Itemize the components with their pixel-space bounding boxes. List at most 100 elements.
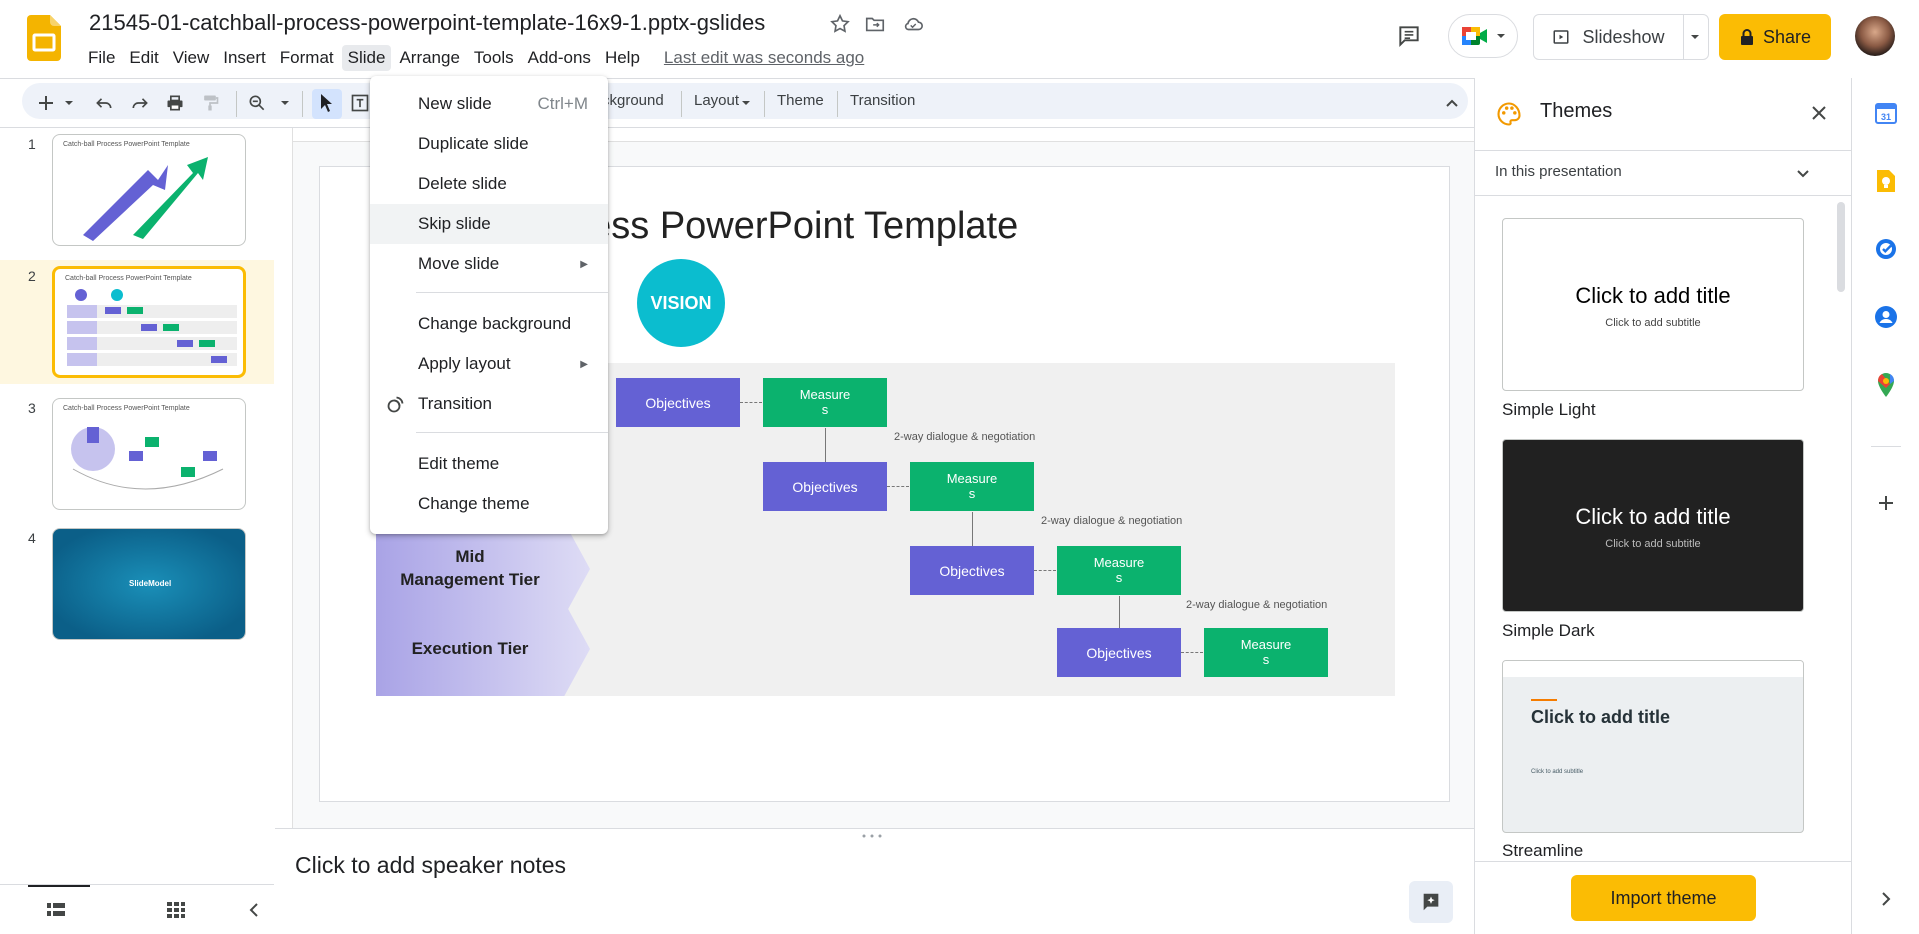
theme-section-dropdown[interactable]: In this presentation [1475, 150, 1852, 196]
menu-view[interactable]: View [172, 48, 210, 67]
theme-card-simple-light[interactable]: Click to add title Click to add subtitle [1502, 218, 1804, 391]
contacts-icon[interactable] [1873, 304, 1899, 330]
speaker-notes-input[interactable]: Click to add speaker notes [295, 852, 567, 878]
measures-box[interactable]: Measure s [1057, 546, 1181, 595]
menu-tools[interactable]: Tools [473, 48, 514, 67]
text-box-icon[interactable] [348, 91, 372, 115]
tier-label[interactable]: Execution Tier [376, 602, 590, 696]
vision-circle[interactable]: VISION [637, 259, 725, 347]
menu-move-slide[interactable]: Move slide ▶ [370, 244, 608, 284]
chevron-down-icon[interactable] [739, 91, 753, 115]
background-button[interactable]: ckground [602, 92, 664, 109]
document-title[interactable]: 21545-01-catchball-process-powerpoint-te… [89, 10, 766, 35]
tasks-icon[interactable] [1873, 236, 1899, 262]
close-icon[interactable] [1810, 104, 1828, 127]
collapse-toolbar-icon[interactable] [1440, 91, 1464, 115]
chevron-down-icon[interactable] [278, 91, 292, 115]
menu-format[interactable]: Format [279, 48, 334, 67]
explore-button[interactable] [1409, 881, 1453, 923]
star-icon[interactable] [829, 13, 851, 35]
theme-card-simple-dark[interactable]: Click to add title Click to add subtitle [1502, 439, 1804, 612]
scrollbar[interactable] [1837, 202, 1845, 292]
objectives-box[interactable]: Objectives [763, 462, 887, 511]
slide-title[interactable]: ocess PowerPoint Template [550, 205, 1019, 247]
add-icon[interactable] [1873, 490, 1899, 516]
filmstrip-slide-2[interactable]: 2 Catch-ball Process PowerPoint Template [0, 260, 274, 384]
menu-delete-slide[interactable]: Delete slide [370, 164, 608, 204]
menu-slide[interactable]: Slide [341, 45, 392, 71]
app-header: 21545-01-catchball-process-powerpoint-te… [0, 0, 1919, 78]
slideshow-button[interactable]: Slideshow [1534, 15, 1684, 59]
measures-box[interactable]: Measure s [1204, 628, 1328, 677]
calendar-icon[interactable]: 31 [1873, 100, 1899, 126]
palette-icon [1495, 100, 1523, 133]
new-slide-icon[interactable] [34, 91, 58, 115]
maps-icon[interactable] [1873, 372, 1899, 398]
move-folder-icon[interactable] [864, 13, 886, 35]
menu-addons[interactable]: Add-ons [527, 48, 591, 67]
last-edit-link[interactable]: Last edit was seconds ago [663, 48, 865, 67]
meet-button[interactable] [1448, 14, 1518, 58]
menu-item-label: Change background [418, 314, 572, 333]
slide-number: 4 [28, 530, 36, 546]
keep-icon[interactable] [1873, 168, 1899, 194]
menu-file[interactable]: File [88, 48, 116, 67]
vertical-arrow [825, 428, 826, 462]
menu-change-theme[interactable]: Change theme [370, 484, 608, 524]
tier-label[interactable]: Mid Management Tier [376, 522, 590, 616]
comment-history-button[interactable] [1393, 20, 1425, 52]
menu-edit-theme[interactable]: Edit theme [370, 444, 608, 484]
menu-new-slide[interactable]: New slide Ctrl+M [370, 84, 608, 124]
menu-insert[interactable]: Insert [223, 48, 266, 67]
slideshow-dropdown-button[interactable] [1682, 15, 1708, 59]
print-icon[interactable] [163, 91, 187, 115]
slide-thumbnail[interactable]: Catch-ball Process PowerPoint Template [52, 134, 246, 246]
theme-button[interactable]: Theme [777, 92, 824, 109]
collapse-filmstrip-icon[interactable] [248, 901, 260, 924]
menu-duplicate-slide[interactable]: Duplicate slide [370, 124, 608, 164]
cursor-select-icon[interactable] [315, 91, 339, 115]
import-theme-button[interactable]: Import theme [1571, 875, 1756, 921]
menu-apply-layout[interactable]: Apply layout ▶ [370, 344, 608, 384]
chevron-down-icon[interactable] [62, 91, 76, 115]
notes-resize-handle[interactable] [858, 825, 886, 838]
objectives-box[interactable]: Objectives [616, 378, 740, 427]
transition-icon [387, 395, 405, 413]
slide-thumbnail[interactable]: SlideModel [52, 528, 246, 640]
undo-icon[interactable] [92, 91, 116, 115]
menu-item-label: Transition [418, 394, 493, 413]
filmstrip-slide-3[interactable]: 3 Catch-ball Process PowerPoint Template [0, 392, 274, 516]
slide-thumbnail[interactable]: Catch-ball Process PowerPoint Template [52, 398, 246, 510]
chevron-right-icon[interactable] [1873, 886, 1899, 912]
objectives-box[interactable]: Objectives [1057, 628, 1181, 677]
filmstrip-slide-1[interactable]: 1 Catch-ball Process PowerPoint Template [0, 128, 274, 252]
filmstrip-slide-4[interactable]: 4 SlideModel [0, 522, 274, 646]
transition-button[interactable]: Transition [850, 92, 916, 109]
slideshow-label: Slideshow [1582, 26, 1665, 47]
menu-arrange[interactable]: Arrange [399, 48, 460, 67]
themes-panel-title: Themes [1540, 100, 1613, 122]
objectives-box[interactable]: Objectives [910, 546, 1034, 595]
slide-thumbnail[interactable]: Catch-ball Process PowerPoint Template [52, 266, 246, 378]
measures-box[interactable]: Measure s [763, 378, 887, 427]
grid-view-icon[interactable] [166, 901, 186, 924]
menu-help[interactable]: Help [604, 48, 640, 67]
theme-preview-title: Click to add title [1531, 707, 1671, 727]
menu-edit[interactable]: Edit [129, 48, 159, 67]
slides-logo-icon[interactable] [27, 15, 61, 61]
cloud-saved-icon[interactable] [902, 13, 924, 35]
paint-format-icon[interactable] [198, 91, 222, 115]
layout-button[interactable]: Layout [694, 92, 740, 109]
menu-change-background[interactable]: Change background [370, 304, 608, 344]
theme-card-streamline[interactable]: Click to add title Click to add subtitle [1502, 660, 1804, 833]
slide-number: 2 [28, 268, 36, 284]
menu-skip-slide[interactable]: Skip slide [370, 204, 608, 244]
filmstrip-view-icon[interactable] [46, 901, 66, 924]
redo-icon[interactable] [128, 91, 152, 115]
share-button[interactable]: Share [1719, 14, 1831, 60]
dashed-arrow [740, 402, 762, 403]
menu-transition[interactable]: Transition [370, 384, 608, 424]
avatar[interactable] [1855, 16, 1895, 56]
zoom-icon[interactable] [245, 91, 269, 115]
measures-box[interactable]: Measure s [910, 462, 1034, 511]
